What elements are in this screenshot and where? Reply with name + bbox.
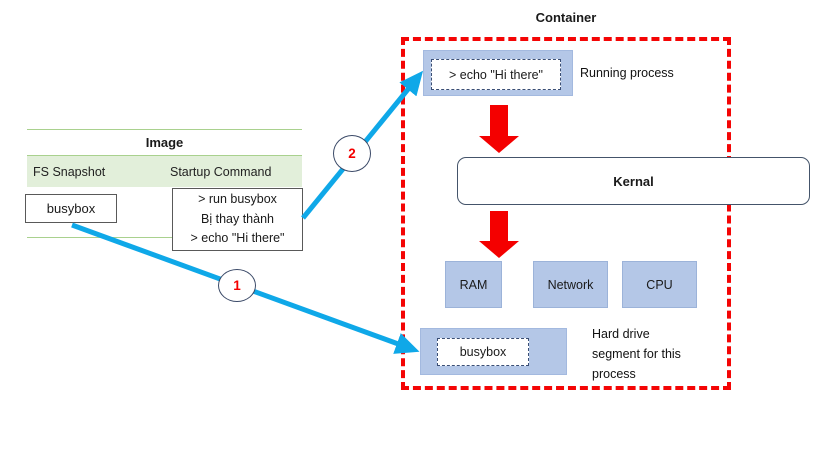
hard-drive-label-line: segment for this [592, 347, 681, 361]
running-process-label: Running process [580, 66, 674, 80]
hard-drive-outer-box: busybox [420, 328, 567, 375]
image-table-title: Image [145, 135, 184, 150]
red-down-arrow-icon [479, 241, 519, 258]
fs-snapshot-busybox-box: busybox [25, 194, 117, 223]
network-box: Network [533, 261, 608, 308]
step-2-badge: 2 [333, 135, 371, 172]
red-down-arrow-icon [479, 136, 519, 153]
red-down-arrow-icon [490, 105, 508, 137]
running-process-outer-box: > echo "Hi there" [423, 50, 573, 96]
startup-command-line: Bị thay thành [201, 211, 274, 226]
column-fs-snapshot: FS Snapshot [33, 164, 106, 179]
step-1-badge: 1 [218, 269, 256, 302]
table-rule-top [27, 129, 302, 130]
hard-drive-busybox-box: busybox [437, 338, 529, 366]
startup-command-line: > run busybox [198, 192, 277, 207]
red-down-arrow-icon [490, 211, 508, 242]
running-process-command-box: > echo "Hi there" [431, 59, 561, 90]
startup-command-line: > echo "Hi there" [190, 231, 285, 246]
container-title: Container [535, 10, 597, 25]
hard-drive-label: Hard drive segment for this process [592, 324, 681, 384]
table-header-band [27, 156, 302, 187]
hard-drive-label-line: process [592, 367, 636, 381]
startup-command-box: > run busybox Bị thay thành > echo "Hi t… [172, 188, 303, 251]
cpu-box: CPU [622, 261, 697, 308]
table-rule-mid [27, 155, 302, 156]
hard-drive-label-line: Hard drive [592, 327, 650, 341]
column-startup-command: Startup Command [170, 164, 272, 179]
kernel-box: Kernal [457, 157, 810, 205]
ram-box: RAM [445, 261, 502, 308]
